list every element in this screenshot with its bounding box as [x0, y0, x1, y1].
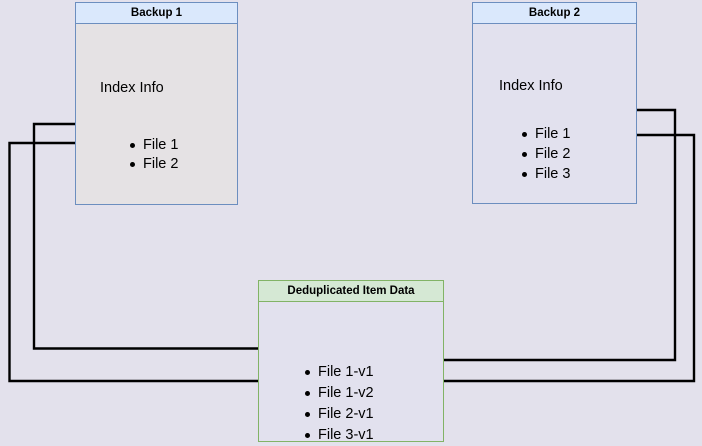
- list-item: File 3-v1: [302, 425, 374, 446]
- backup1-file-list: File 1 File 2: [127, 136, 178, 174]
- list-item: File 2: [127, 155, 178, 174]
- backup2-body: Index Info File 1 File 2 File 3: [472, 24, 637, 204]
- backup2-box: Backup 2 Index Info File 1 File 2 File 3: [472, 2, 637, 204]
- dedup-file-list: File 1-v1 File 1-v2 File 2-v1 File 3-v1: [302, 362, 374, 446]
- list-item: File 1-v2: [302, 383, 374, 404]
- backup1-title: Backup 1: [75, 2, 238, 24]
- backup1-body: Index Info File 1 File 2: [75, 24, 238, 205]
- dedup-title: Deduplicated Item Data: [258, 280, 444, 302]
- backup1-box: Backup 1 Index Info File 1 File 2: [75, 2, 238, 205]
- dedup-body: File 1-v1 File 1-v2 File 2-v1 File 3-v1: [258, 302, 444, 443]
- list-item: File 2: [519, 144, 570, 164]
- backup1-index-info-label: Index Info: [100, 80, 164, 96]
- list-item: File 2-v1: [302, 404, 374, 425]
- backup2-title: Backup 2: [472, 2, 637, 24]
- list-item: File 1: [127, 136, 178, 155]
- list-item: File 3: [519, 164, 570, 184]
- list-item: File 1: [519, 124, 570, 144]
- deduplicated-item-data-box: Deduplicated Item Data File 1-v1 File 1-…: [258, 280, 444, 443]
- backup2-index-info-label: Index Info: [499, 78, 563, 94]
- list-item: File 1-v1: [302, 362, 374, 383]
- backup2-file-list: File 1 File 2 File 3: [519, 124, 570, 184]
